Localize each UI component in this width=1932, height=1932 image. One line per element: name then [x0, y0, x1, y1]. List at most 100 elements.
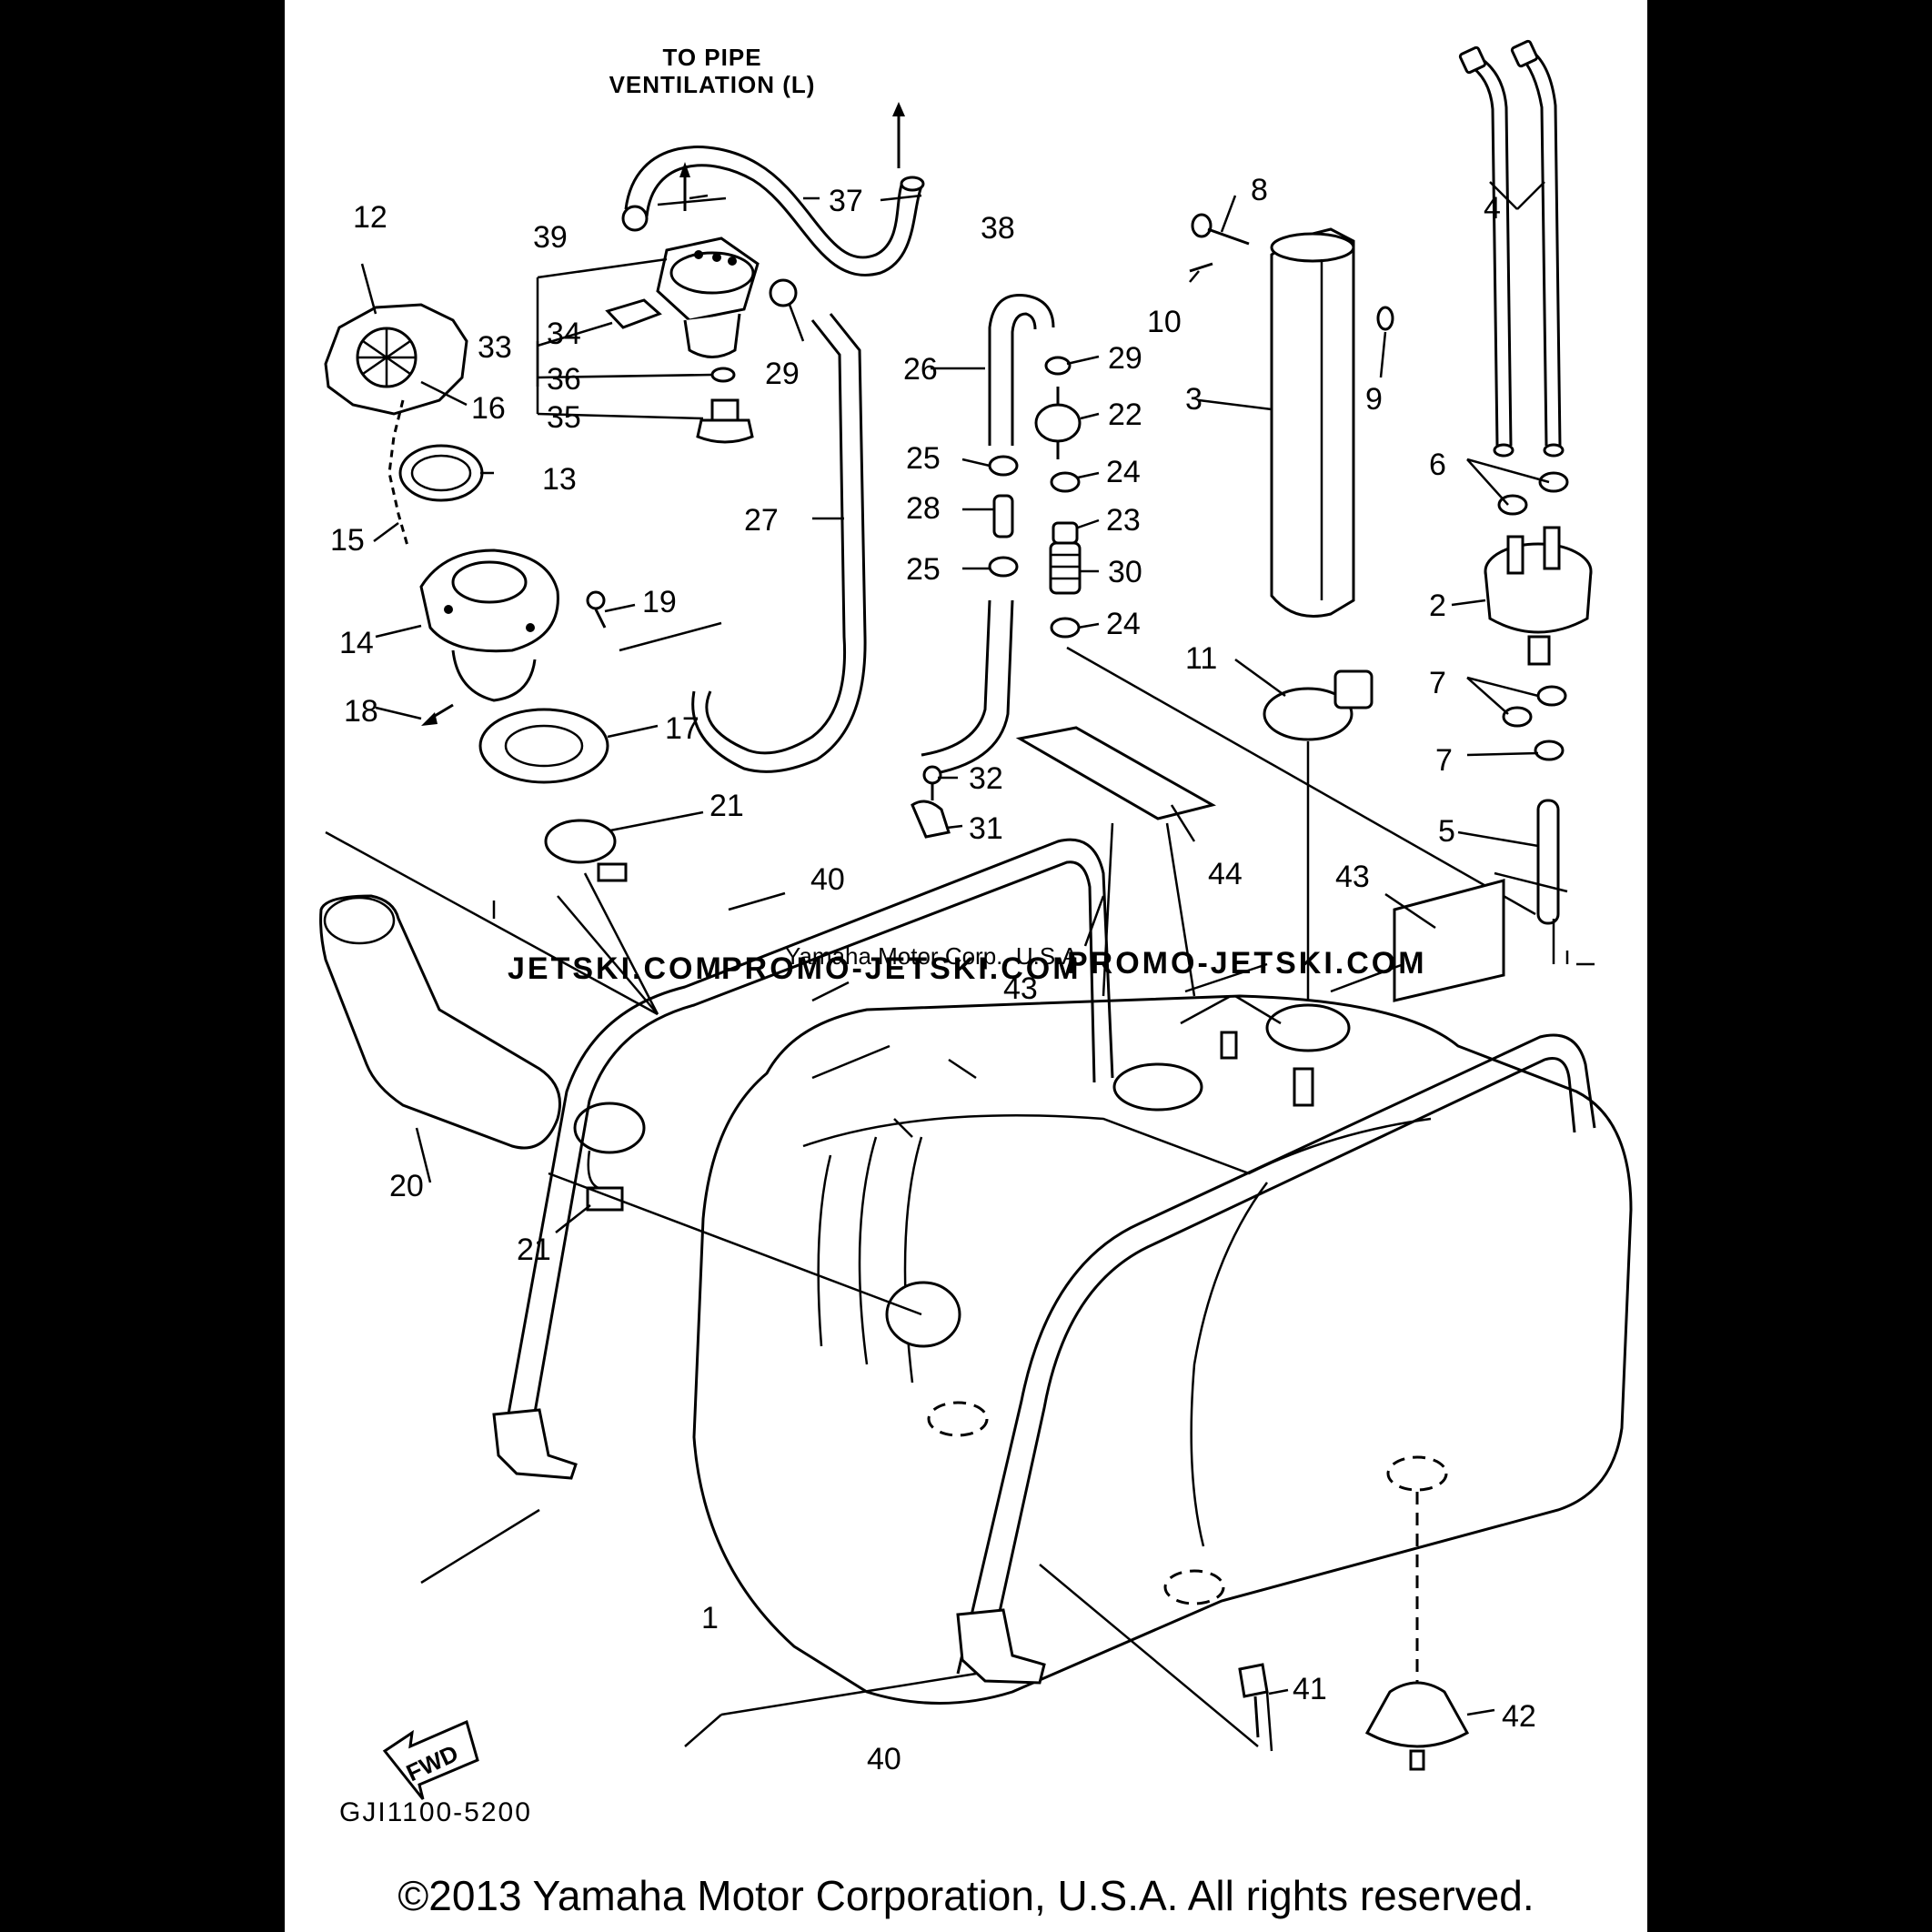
- bolt-8: [1191, 213, 1250, 246]
- fuel-cap-12: [324, 303, 468, 416]
- callout-43a: 43: [1335, 860, 1370, 894]
- clamp-21-upper: [544, 819, 628, 882]
- washer-36: [710, 367, 736, 383]
- callout-22: 22: [1108, 397, 1142, 432]
- callout-21b: 21: [517, 1233, 551, 1267]
- check-valve-assembly-33: [605, 236, 760, 358]
- cap-35: [696, 398, 754, 444]
- clamp-21-lower: [573, 1102, 646, 1212]
- drawing-code: GJI1100-5200: [339, 1797, 532, 1827]
- rubber-mount-42: [1364, 1681, 1470, 1771]
- callout-41: 41: [1293, 1672, 1327, 1706]
- parts-diagram-sheet: TO PIPE VENTILATION (L): [285, 0, 1647, 1932]
- strap-40-left: [492, 838, 1114, 1480]
- callout-19: 19: [642, 585, 677, 619]
- joint-23-30: [1049, 521, 1082, 595]
- callout-34: 34: [547, 317, 581, 351]
- callout-26: 26: [903, 352, 938, 387]
- strap-40-right: [956, 1033, 1596, 1685]
- callout-3: 3: [1185, 382, 1202, 417]
- watermark-1: JETSKI.COM: [508, 951, 724, 986]
- fuel-tank-exploded-diagram: TO PIPE VENTILATION (L): [319, 39, 1633, 1919]
- gasket-13: [398, 444, 484, 502]
- clips-24-25: [988, 455, 1081, 639]
- note-to-pipe-line2: VENTILATION (L): [609, 71, 816, 98]
- callout-5: 5: [1438, 814, 1455, 849]
- callout-1: 1: [701, 1601, 719, 1635]
- callout-32: 32: [969, 761, 1003, 796]
- callout-44: 44: [1208, 857, 1243, 891]
- filler-hose-20: [319, 894, 561, 1150]
- callout-leaders: [325, 181, 1595, 1752]
- callout-18: 18: [344, 694, 378, 729]
- callout-37: 37: [829, 184, 863, 218]
- pad-43-right: [1393, 879, 1505, 1002]
- bolt-41: [1238, 1663, 1269, 1738]
- callout-31: 31: [969, 811, 1003, 846]
- callout-7b: 7: [1435, 743, 1453, 778]
- fwd-arrow: FWD: [382, 1719, 479, 1800]
- clamp-31: [911, 800, 951, 839]
- leader-hose-to-tank: [1066, 646, 1536, 916]
- callout-14: 14: [339, 626, 374, 660]
- vent-pipes-4: [1458, 39, 1565, 458]
- callout-29a: 29: [765, 357, 800, 391]
- filler-neck-14: [419, 548, 559, 702]
- callout-40b: 40: [867, 1742, 901, 1776]
- callout-43b: 43: [1003, 971, 1038, 1006]
- callout-36: 36: [547, 362, 581, 397]
- watermark-small: Yamaha Motor Corp., U.S.A.: [785, 942, 1084, 970]
- watermarks: JETSKI.COM PROMO-JETSKI.COM PROMO-JETSKI…: [508, 942, 1427, 986]
- callout-38: 38: [981, 211, 1015, 246]
- callout-20: 20: [389, 1169, 424, 1203]
- callout-24a: 24: [1106, 455, 1141, 489]
- callout-7a: 7: [1429, 666, 1446, 700]
- callout-15: 15: [330, 523, 365, 558]
- clip-39: [621, 205, 649, 232]
- pad-44: [1015, 726, 1217, 820]
- joint-28: [992, 494, 1014, 538]
- callout-9: 9: [1365, 382, 1383, 417]
- callout-28: 28: [906, 491, 941, 526]
- callout-numbers: 1 2 3 4 5 6 7 7 7 8 9 10 11 12 13 14 15 …: [330, 173, 1536, 1776]
- callout-30: 30: [1108, 555, 1142, 589]
- screw-19: [586, 590, 607, 629]
- callout-8: 8: [1251, 173, 1268, 207]
- callout-25b: 25: [906, 552, 941, 587]
- clips-6: [1497, 471, 1569, 516]
- callout-23: 23: [1106, 503, 1141, 538]
- callout-13: 13: [542, 462, 577, 497]
- plate-17: [478, 708, 609, 784]
- watermark-2: PROMO-JETSKI.COM: [721, 951, 1082, 986]
- callout-42: 42: [1502, 1699, 1536, 1734]
- callout-2: 2: [1429, 589, 1446, 623]
- callout-40a: 40: [810, 862, 845, 897]
- fuel-pickup-column-3: [1270, 227, 1355, 618]
- callout-12: 12: [353, 200, 387, 235]
- clip-29-lower: [1044, 356, 1072, 376]
- callout-27: 27: [744, 503, 779, 538]
- pin-37: [679, 162, 690, 211]
- note-to-pipe-line1: TO PIPE: [662, 44, 761, 71]
- filter-22: [1034, 387, 1082, 459]
- washer-9: [1376, 306, 1394, 331]
- cotter-pin-10: [1189, 262, 1213, 273]
- rivet-18: [421, 703, 454, 726]
- callout-24b: 24: [1106, 607, 1141, 641]
- hose-27: [691, 313, 867, 773]
- callout-25a: 25: [906, 441, 941, 476]
- callout-11: 11: [1185, 641, 1217, 676]
- watermark-3: PROMO-JETSKI.COM: [1067, 946, 1427, 981]
- callout-6: 6: [1429, 448, 1446, 482]
- vent-direction-arrow: [892, 102, 905, 168]
- screw-32: [922, 765, 942, 800]
- fuel-filter-2: [1484, 526, 1593, 666]
- callout-4: 4: [1484, 191, 1501, 226]
- callout-35: 35: [547, 400, 581, 435]
- callout-17: 17: [665, 711, 699, 746]
- band-11: [1263, 669, 1374, 741]
- bracket-34: [605, 298, 662, 329]
- clips-7: [1502, 685, 1567, 761]
- callout-10: 10: [1147, 305, 1182, 339]
- clip-29-upper: [769, 278, 798, 307]
